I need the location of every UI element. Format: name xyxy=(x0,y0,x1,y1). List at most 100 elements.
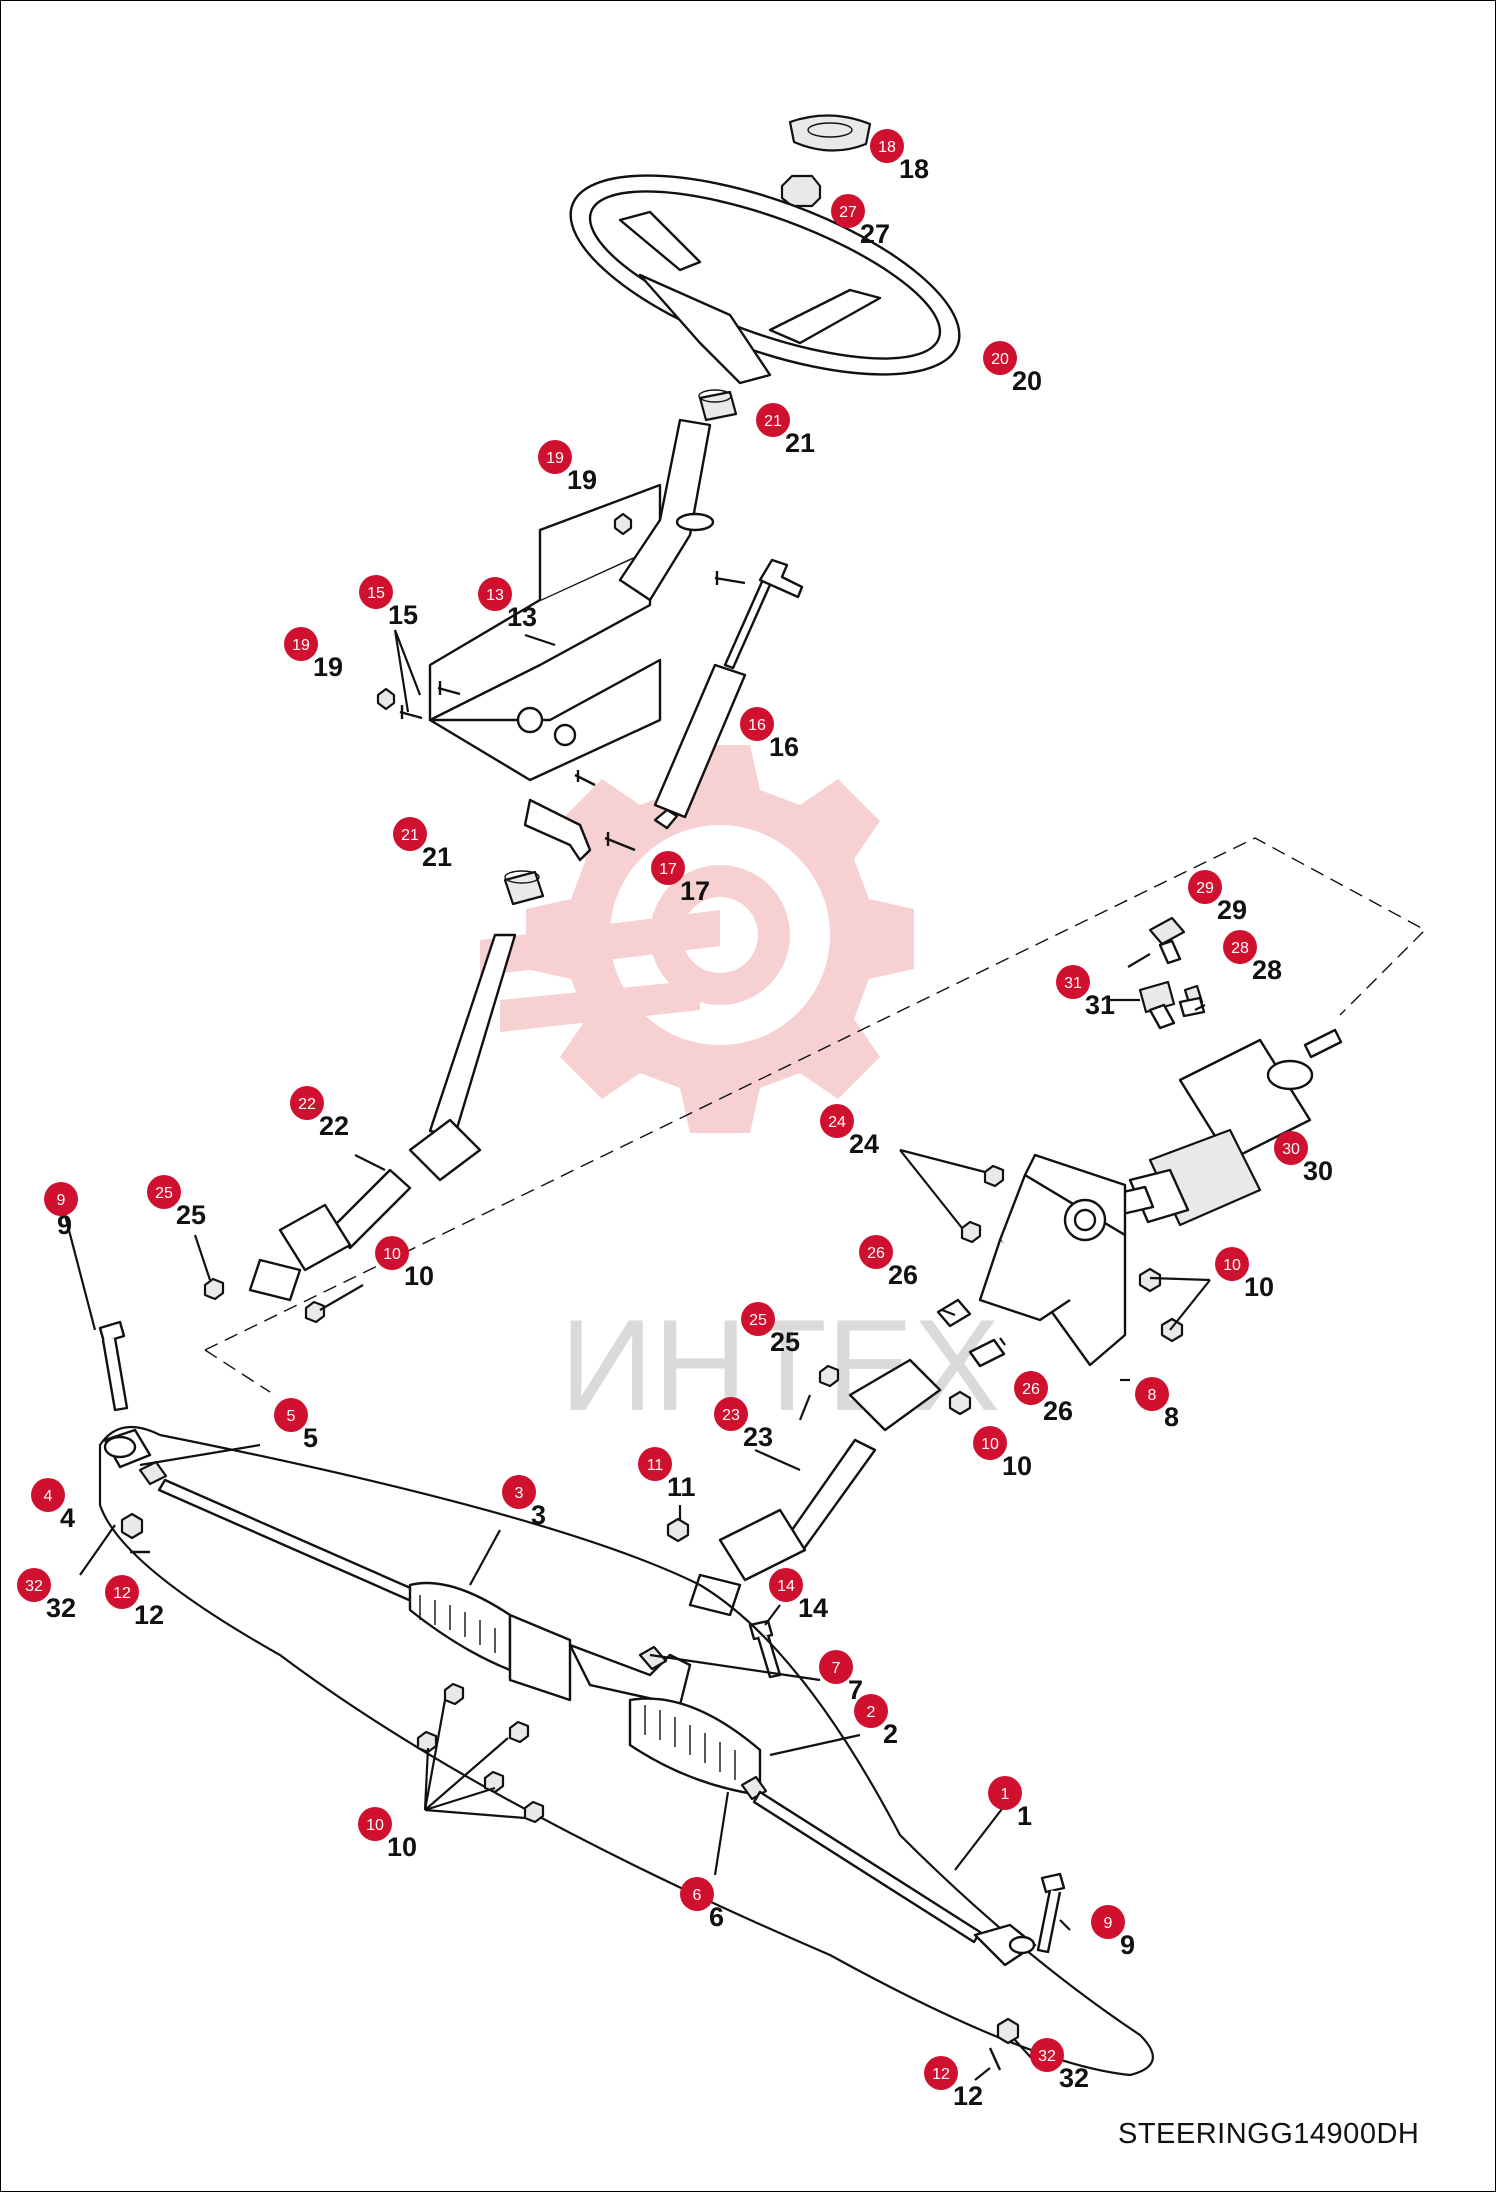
callout-9: 99 xyxy=(1091,1905,1135,1960)
callout-badge xyxy=(756,403,790,437)
callout-badge xyxy=(375,1236,409,1270)
callout-badge xyxy=(44,1182,78,1216)
callout-badge xyxy=(854,1694,888,1728)
callout-badge-number: 12 xyxy=(113,1585,131,1602)
callout-part-number: 12 xyxy=(134,1600,164,1630)
callout-badge xyxy=(680,1877,714,1911)
callout-part-number: 6 xyxy=(709,1902,724,1932)
part-31-elbow-fitting xyxy=(1138,980,1176,1030)
leader-lines xyxy=(63,629,1211,2081)
part-8-mounting-bracket xyxy=(978,1153,1127,1367)
callout-part-number: 10 xyxy=(1002,1451,1032,1481)
callout-badge-number: 32 xyxy=(25,1578,43,1595)
callout-badge xyxy=(1030,2038,1064,2072)
callout-3: 33 xyxy=(502,1475,546,1530)
callout-2: 22 xyxy=(854,1694,898,1749)
callout-badge-number: 23 xyxy=(722,1407,740,1424)
part-21-bushing-top xyxy=(698,389,738,422)
hardware-nuts-rack xyxy=(120,1512,1066,2071)
watermark-text: ИНТЕХ xyxy=(560,1292,1000,1438)
callout-part-number: 25 xyxy=(770,1327,800,1357)
callout-badge-number: 27 xyxy=(839,204,857,221)
callout-badge xyxy=(769,1568,803,1602)
callout-badge xyxy=(638,1447,672,1481)
callout-part-number: 22 xyxy=(319,1111,349,1141)
callout-part-number: 15 xyxy=(388,600,418,630)
callout-badge-number: 11 xyxy=(647,1457,664,1474)
callout-badge-number: 15 xyxy=(367,585,385,602)
callout-6: 66 xyxy=(680,1877,724,1932)
callout-badge xyxy=(831,194,865,228)
callout-badge-number: 18 xyxy=(878,139,896,156)
callout-part-number: 14 xyxy=(798,1593,828,1623)
callout-badge-number: 17 xyxy=(659,861,677,878)
callout-badge xyxy=(859,1235,893,1269)
callout-part-number: 11 xyxy=(667,1472,696,1502)
callout-badge xyxy=(290,1086,324,1120)
callout-part-number: 23 xyxy=(743,1422,773,1452)
callout-part-number: 3 xyxy=(531,1500,546,1530)
callout-part-number: 1 xyxy=(1017,1801,1032,1831)
callout-part-number: 27 xyxy=(860,219,890,249)
callout-7: 77 xyxy=(819,1650,863,1705)
callout-part-number: 5 xyxy=(303,1423,318,1453)
callout-badge-number: 4 xyxy=(44,1488,53,1505)
callout-4: 44 xyxy=(31,1478,75,1533)
callout-part-number: 32 xyxy=(1059,2063,1089,2093)
callout-badge xyxy=(284,627,318,661)
part-4-tie-rod-end-left xyxy=(103,1428,152,1469)
callout-part-number: 19 xyxy=(313,652,343,682)
callout-part-number: 20 xyxy=(1012,366,1042,396)
callout-badge-number: 21 xyxy=(401,827,419,844)
part-5-jam-nut-left xyxy=(138,1460,168,1486)
callout-part-number: 25 xyxy=(176,1200,206,1230)
callout-part-number: 4 xyxy=(60,1503,75,1533)
callout-badge-number: 26 xyxy=(867,1245,885,1262)
callout-badge-number: 31 xyxy=(1064,975,1082,992)
callout-badge xyxy=(502,1475,536,1509)
callout-badge xyxy=(651,851,685,885)
callout-part-number: 10 xyxy=(387,1832,417,1862)
callout-badge-number: 7 xyxy=(832,1660,841,1677)
callout-part-number: 21 xyxy=(422,842,452,872)
callout-badge-number: 20 xyxy=(991,351,1009,368)
callout-badge-number: 10 xyxy=(1223,1257,1241,1274)
callout-badge-number: 16 xyxy=(748,717,766,734)
callout-badge-number: 1 xyxy=(1001,1786,1010,1803)
callout-badge-number: 25 xyxy=(155,1185,173,1202)
callout-badge xyxy=(1135,1377,1169,1411)
callout-part-number: 9 xyxy=(1120,1930,1135,1960)
callout-9: 99 xyxy=(44,1182,78,1240)
part-16-gas-strut xyxy=(653,558,804,830)
callout-part-number: 26 xyxy=(888,1260,918,1290)
callout-badge xyxy=(1056,965,1090,999)
callout-part-number: 10 xyxy=(404,1261,434,1291)
callout-badge-number: 22 xyxy=(298,1096,316,1113)
callout-labels: 1818272720202121191915151313191916162121… xyxy=(17,129,1333,2111)
callout-badge xyxy=(819,1650,853,1684)
hardware-nuts-bolts-upper xyxy=(376,512,746,852)
part-27-nut xyxy=(780,174,822,208)
callout-badge-number: 2 xyxy=(867,1704,876,1721)
part-1-tie-rod-right xyxy=(752,1790,1037,1967)
callout-part-number: 31 xyxy=(1085,990,1115,1020)
callout-part-number: 24 xyxy=(849,1129,879,1159)
callout-badge xyxy=(538,440,572,474)
callout-part-number: 7 xyxy=(848,1675,863,1705)
callout-badge xyxy=(924,2056,958,2090)
callout-badge-number: 9 xyxy=(57,1192,66,1209)
callout-badge-number: 10 xyxy=(366,1817,384,1834)
callout-part-number: 8 xyxy=(1164,1402,1179,1432)
